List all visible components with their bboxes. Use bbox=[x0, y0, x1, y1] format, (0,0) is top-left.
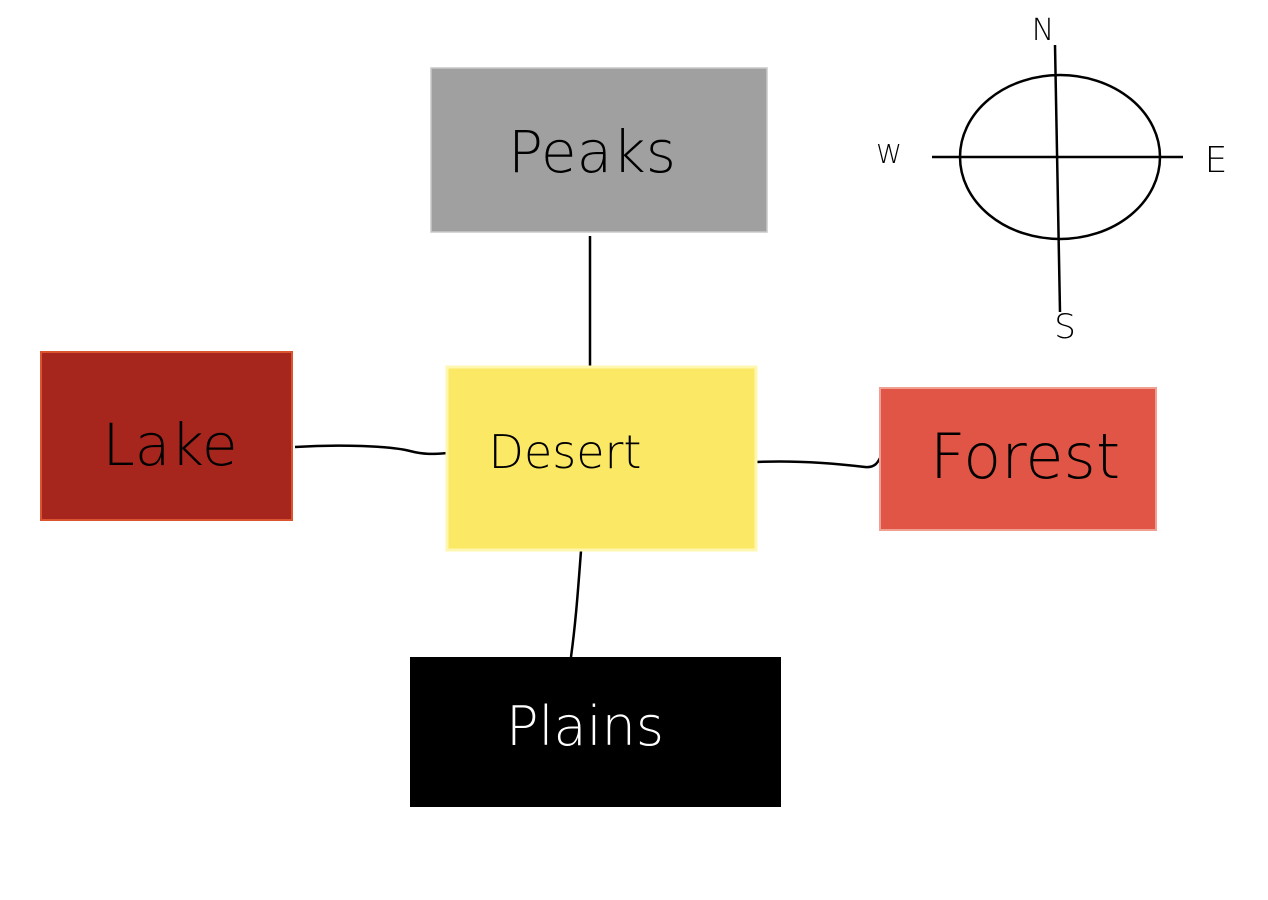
region-label-plains: Plains bbox=[506, 695, 664, 758]
compass-west-label: W bbox=[876, 140, 902, 170]
compass-north-label: N bbox=[1032, 13, 1054, 48]
compass-rose bbox=[932, 44, 1183, 313]
region-peaks[interactable]: Peaks bbox=[430, 67, 768, 233]
compass-south-label: S bbox=[1054, 307, 1076, 347]
connector-desert-plains bbox=[569, 550, 583, 658]
connector-lake-desert bbox=[294, 444, 449, 456]
compass-ns-axis bbox=[1053, 44, 1062, 313]
region-label-lake: Lake bbox=[102, 411, 237, 479]
compass-east-label: E bbox=[1205, 140, 1228, 181]
region-desert[interactable]: Desert bbox=[445, 365, 758, 552]
region-plains[interactable]: Plains bbox=[410, 657, 781, 807]
connector-desert-forest bbox=[755, 457, 882, 469]
region-lake[interactable]: Lake bbox=[40, 351, 293, 521]
region-label-forest: Forest bbox=[930, 420, 1120, 493]
region-forest[interactable]: Forest bbox=[879, 387, 1157, 531]
region-label-desert: Desert bbox=[489, 425, 642, 479]
region-label-peaks: Peaks bbox=[508, 118, 676, 186]
